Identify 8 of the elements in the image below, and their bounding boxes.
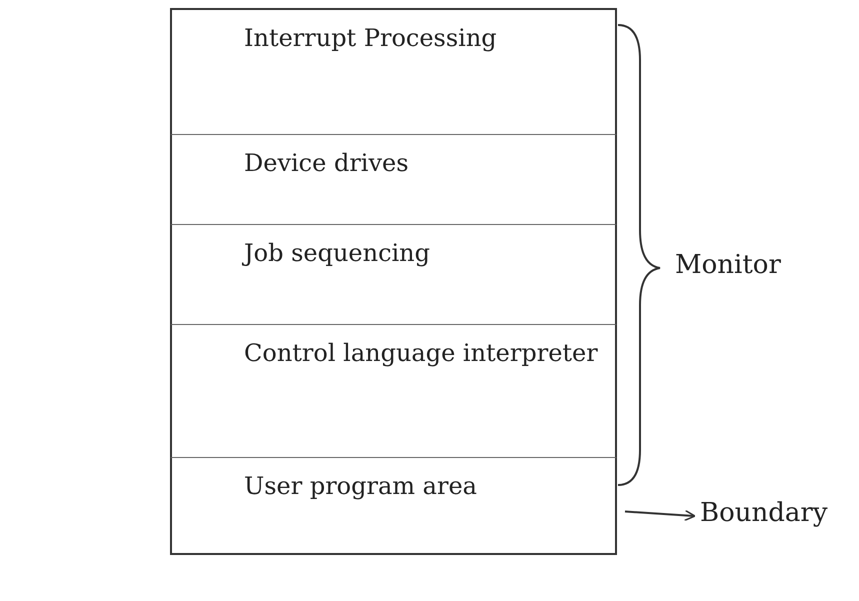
memory-region: User program area <box>170 458 617 555</box>
group-label: Monitor <box>675 250 781 280</box>
memory-region: Job sequencing <box>170 225 617 325</box>
memory-region: Control language interpreter <box>170 325 617 458</box>
arrow <box>624 510 696 522</box>
boundary-text: Boundary <box>700 498 850 538</box>
memory-region: Interrupt Processing <box>170 8 617 135</box>
memory-region: Device drives <box>170 135 617 225</box>
